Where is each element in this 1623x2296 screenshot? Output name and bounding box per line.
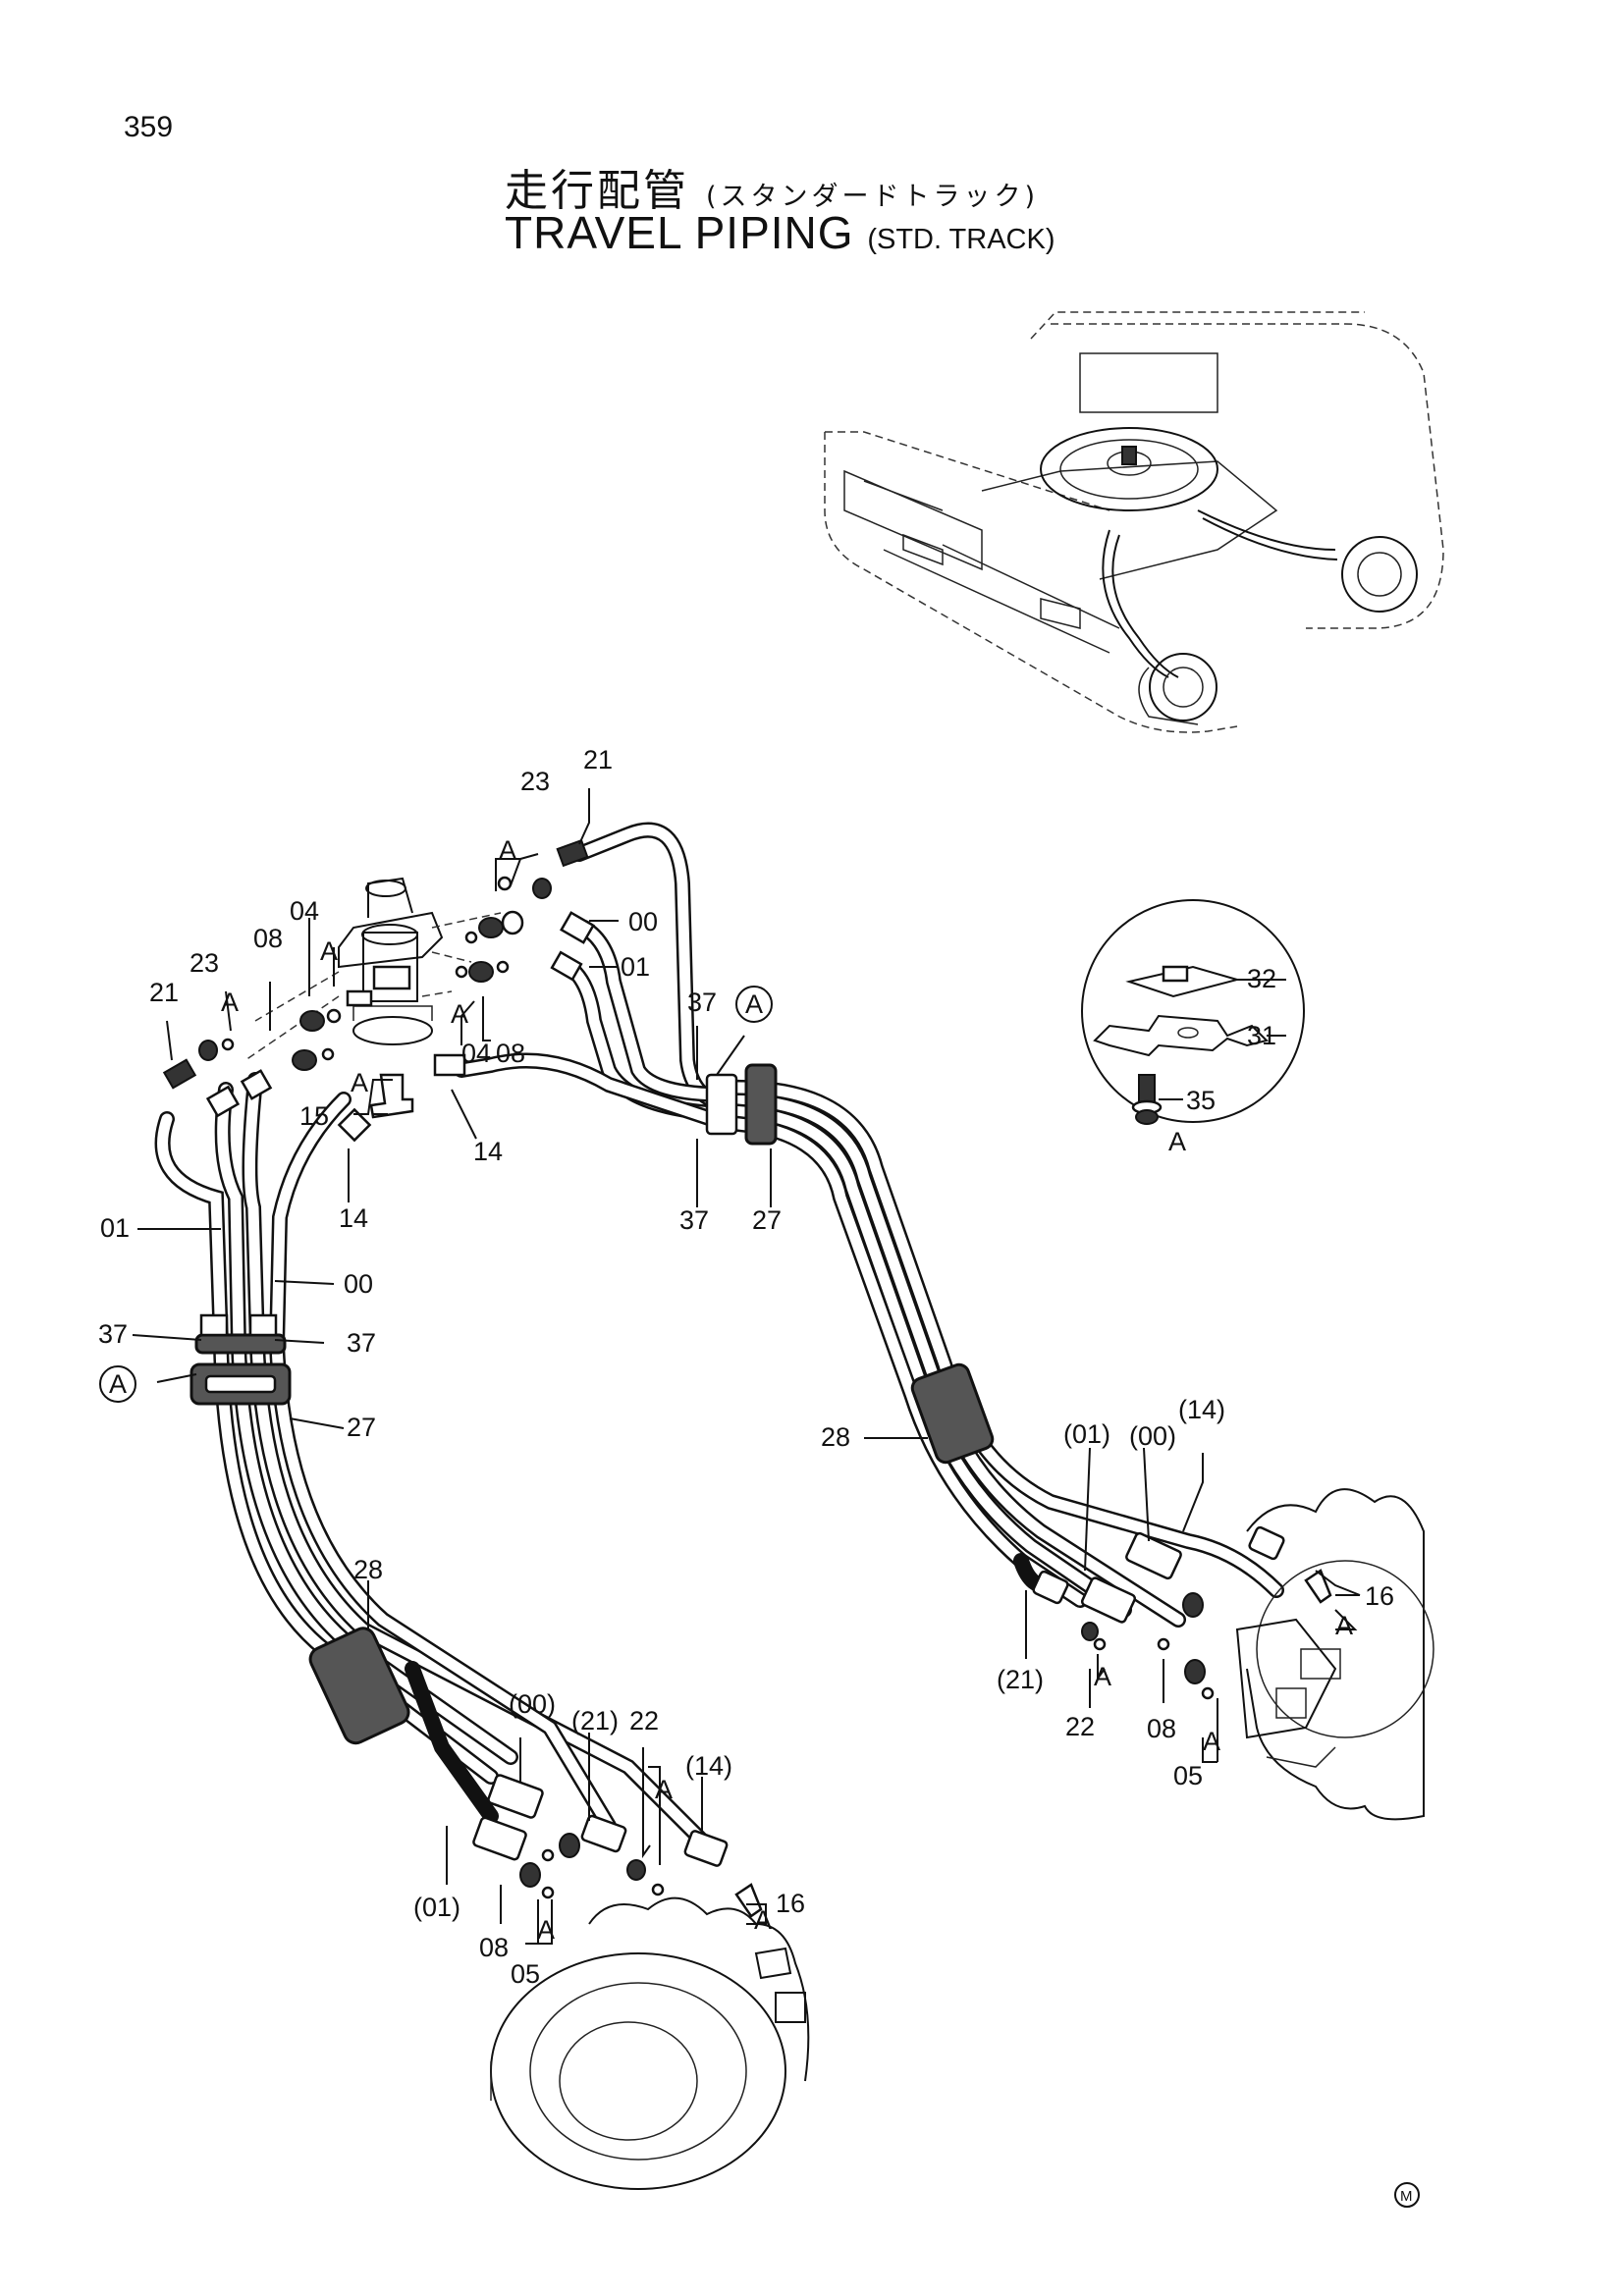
callout-14-left: 14 bbox=[339, 1203, 368, 1233]
callout-01p-bottom: (01) bbox=[413, 1893, 460, 1922]
callout-37-left-2: 37 bbox=[347, 1328, 376, 1358]
callout-14p-right: (14) bbox=[1178, 1395, 1225, 1424]
callout-21-top: 21 bbox=[583, 745, 613, 774]
callout-a-bottom-1: A bbox=[655, 1775, 673, 1804]
title-en-main: TRAVEL PIPING bbox=[505, 207, 854, 258]
title-japanese: 走行配管 (スタンダードトラック) bbox=[505, 155, 1039, 218]
callout-a-left-2: A bbox=[221, 988, 239, 1017]
callout-08-left: 08 bbox=[253, 924, 283, 953]
callout-a-right-2: A bbox=[1203, 1727, 1220, 1756]
callout-00p-right: (00) bbox=[1129, 1421, 1176, 1451]
callout-27-mid: 27 bbox=[752, 1205, 782, 1235]
travel-motor-bottom bbox=[490, 1896, 810, 2190]
callout-00-left: 00 bbox=[344, 1269, 373, 1299]
callout-14p-bottom: (14) bbox=[685, 1751, 732, 1781]
callout-a-mid: A bbox=[451, 999, 468, 1029]
callout-23-top: 23 bbox=[520, 767, 550, 796]
callout-08-right: 08 bbox=[1147, 1714, 1176, 1743]
hose-end-fittings bbox=[162, 838, 1332, 1918]
callout-08-mid: 08 bbox=[496, 1039, 525, 1068]
callout-37-left: 37 bbox=[98, 1319, 128, 1349]
detail-marker-top bbox=[735, 986, 773, 1023]
detail-part-32: 32 bbox=[1247, 964, 1276, 993]
callout-00-top: 00 bbox=[628, 907, 658, 936]
undercarriage-overview-illustration bbox=[824, 311, 1444, 733]
callout-14-mid: 14 bbox=[473, 1137, 503, 1166]
center-joint-fittings bbox=[198, 876, 552, 1119]
callout-05-bottom: 05 bbox=[511, 1959, 540, 1989]
clamp-group bbox=[189, 1063, 995, 1745]
callout-a-top: A bbox=[499, 835, 516, 865]
callout-04-left: 04 bbox=[290, 896, 319, 926]
callout-28-left: 28 bbox=[353, 1555, 383, 1584]
title-en-sub: (STD. TRACK) bbox=[867, 224, 1055, 255]
callout-a-bottom-2: A bbox=[537, 1915, 555, 1945]
callout-00p-bottom: (00) bbox=[509, 1689, 556, 1719]
title-jp-sub: (スタンダードトラック) bbox=[706, 182, 1040, 212]
callout-21p-bottom: (21) bbox=[571, 1706, 619, 1735]
m-mark-circle bbox=[1394, 2182, 1420, 2208]
callout-04-mid: 04 bbox=[461, 1039, 491, 1068]
callout-01p-right: (01) bbox=[1063, 1419, 1110, 1449]
callout-37-top: 37 bbox=[687, 988, 717, 1017]
center-joint bbox=[338, 877, 444, 1045]
callout-16-bottom: 16 bbox=[776, 1889, 805, 1918]
detail-view-label: A bbox=[1168, 1127, 1186, 1156]
detail-a-view bbox=[1081, 899, 1305, 1125]
callout-15: 15 bbox=[299, 1101, 329, 1131]
callout-16-right: 16 bbox=[1365, 1581, 1394, 1611]
callout-a-16-bottom: A bbox=[754, 1905, 772, 1935]
title-english: TRAVEL PIPING (STD. TRACK) bbox=[505, 206, 1055, 259]
detail-marker-left bbox=[99, 1365, 136, 1403]
title-jp-main: 走行配管 bbox=[505, 166, 689, 216]
callout-a-16-right: A bbox=[1335, 1611, 1353, 1640]
callout-21p-right: (21) bbox=[997, 1665, 1044, 1694]
callout-a-marker-top: A bbox=[745, 989, 763, 1019]
callout-a-marker-left: A bbox=[109, 1369, 127, 1399]
callout-23-left: 23 bbox=[189, 948, 219, 978]
detail-part-35: 35 bbox=[1186, 1086, 1216, 1115]
travel-motor-right bbox=[1235, 1488, 1434, 1821]
callout-01-top: 01 bbox=[621, 952, 650, 982]
callout-22-right: 22 bbox=[1065, 1712, 1095, 1741]
callout-01-left: 01 bbox=[100, 1213, 130, 1243]
detail-part-31: 31 bbox=[1247, 1021, 1276, 1050]
callout-05-right: 05 bbox=[1173, 1761, 1203, 1790]
page-number: 359 bbox=[124, 111, 174, 143]
callout-37-mid: 37 bbox=[679, 1205, 709, 1235]
callout-28-right: 28 bbox=[821, 1422, 850, 1452]
callout-a-left: A bbox=[320, 936, 338, 966]
callout-21-left: 21 bbox=[149, 978, 179, 1007]
callout-08-bottom: 08 bbox=[479, 1933, 509, 1962]
callout-27-left: 27 bbox=[347, 1413, 376, 1442]
callout-a-right-1: A bbox=[1094, 1662, 1111, 1691]
callout-a-15: A bbox=[351, 1068, 368, 1097]
m-mark: M bbox=[1400, 2188, 1413, 2205]
callout-22-bottom: 22 bbox=[629, 1706, 659, 1735]
